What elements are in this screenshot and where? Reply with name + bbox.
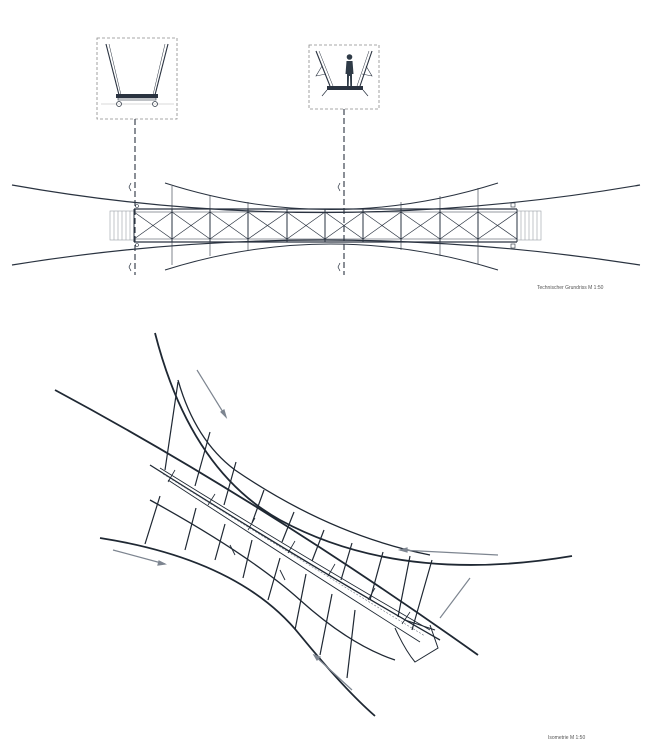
- section-frame-left: [96, 37, 178, 120]
- plan-view: [11, 182, 641, 271]
- section-frame-right: [308, 44, 380, 110]
- plan-cable-bottom-outer: [11, 239, 641, 266]
- isometric-view: [54, 332, 573, 717]
- iso-cable-upper: [154, 332, 573, 566]
- person-figure-icon: [345, 54, 354, 86]
- plan-landing-right: [516, 210, 542, 241]
- section-markers: [128, 182, 341, 272]
- plan-cable-top-inner: [164, 182, 499, 210]
- plan-truss-bays: [133, 209, 518, 242]
- cross-section-left: [96, 37, 178, 120]
- iso-hangers-lower: [144, 495, 356, 679]
- plan-landing-left: [109, 210, 135, 241]
- plan-cable-top-outer: [11, 184, 641, 214]
- plan-end-fittings: [135, 202, 516, 249]
- plan-hangers: [171, 186, 479, 265]
- cross-section-right: [308, 44, 380, 110]
- plan-caption: Technischer Grundriss M 1:50: [537, 285, 604, 291]
- iso-direction-arrows: [112, 369, 499, 691]
- iso-cable-lower: [99, 537, 376, 717]
- plan-cable-bottom-inner: [164, 243, 499, 271]
- isometric-caption: Isometrie M 1:50: [548, 735, 586, 741]
- iso-end-bracket: [394, 624, 439, 663]
- iso-cable-left-long: [54, 389, 479, 656]
- iso-cross-ties: [167, 469, 411, 625]
- iso-hangers-upper: [164, 381, 433, 631]
